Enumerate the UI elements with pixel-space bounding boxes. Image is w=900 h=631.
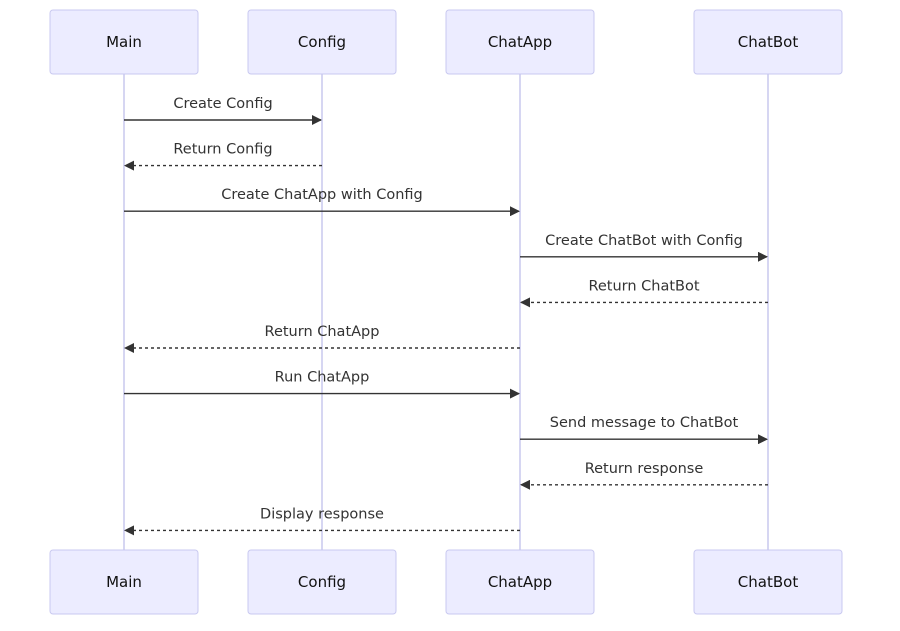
message-label: Run ChatApp (275, 370, 370, 386)
message: Create ChatApp with Config (124, 187, 520, 217)
participant-label: Main (106, 33, 142, 51)
participant-box (49, 549, 199, 615)
message: Display response (124, 506, 520, 536)
message: Run ChatApp (124, 370, 520, 399)
participant-chatapp-bottom: ChatApp (445, 549, 595, 615)
participant-box (247, 549, 397, 615)
participant-box (445, 549, 595, 615)
participant-box (247, 9, 397, 75)
message: Return ChatBot (520, 278, 768, 308)
message: Send message to ChatBot (520, 415, 768, 445)
participant-chatbot-bottom: ChatBot (693, 549, 843, 615)
message-label: Display response (260, 506, 384, 522)
lifelines (123, 74, 769, 550)
participant-main-top: Main (49, 9, 199, 75)
participant-label: ChatBot (738, 573, 799, 591)
message: Return Config (124, 142, 322, 171)
participant-label: Main (106, 573, 142, 591)
participant-config-bottom: Config (247, 549, 397, 615)
participant-chatbot-top: ChatBot (693, 9, 843, 75)
participant-label: ChatBot (738, 33, 799, 51)
participant-box (693, 9, 843, 75)
participant-main-bottom: Main (49, 549, 199, 615)
participant-box (49, 9, 199, 75)
participant-chatapp-top: ChatApp (445, 9, 595, 75)
message-label: Create ChatApp with Config (221, 187, 423, 203)
message: Return response (520, 461, 768, 490)
participants: MainMainConfigConfigChatAppChatAppChatBo… (49, 9, 843, 615)
message-label: Return Config (173, 142, 272, 158)
participant-config-top: Config (247, 9, 397, 75)
participant-label: Config (298, 573, 346, 591)
message-label: Return response (585, 461, 704, 477)
message: Return ChatApp (124, 324, 520, 353)
message: Create Config (124, 96, 322, 125)
message-label: Return ChatBot (588, 278, 699, 294)
participant-label: ChatApp (488, 33, 552, 51)
participant-box (445, 9, 595, 75)
message-label: Return ChatApp (265, 324, 380, 340)
message-label: Send message to ChatBot (550, 415, 739, 431)
message-label: Create Config (173, 96, 272, 112)
message-label: Create ChatBot with Config (545, 233, 743, 249)
participant-label: Config (298, 33, 346, 51)
message: Create ChatBot with Config (520, 233, 768, 262)
participant-box (693, 549, 843, 615)
participant-label: ChatApp (488, 573, 552, 591)
